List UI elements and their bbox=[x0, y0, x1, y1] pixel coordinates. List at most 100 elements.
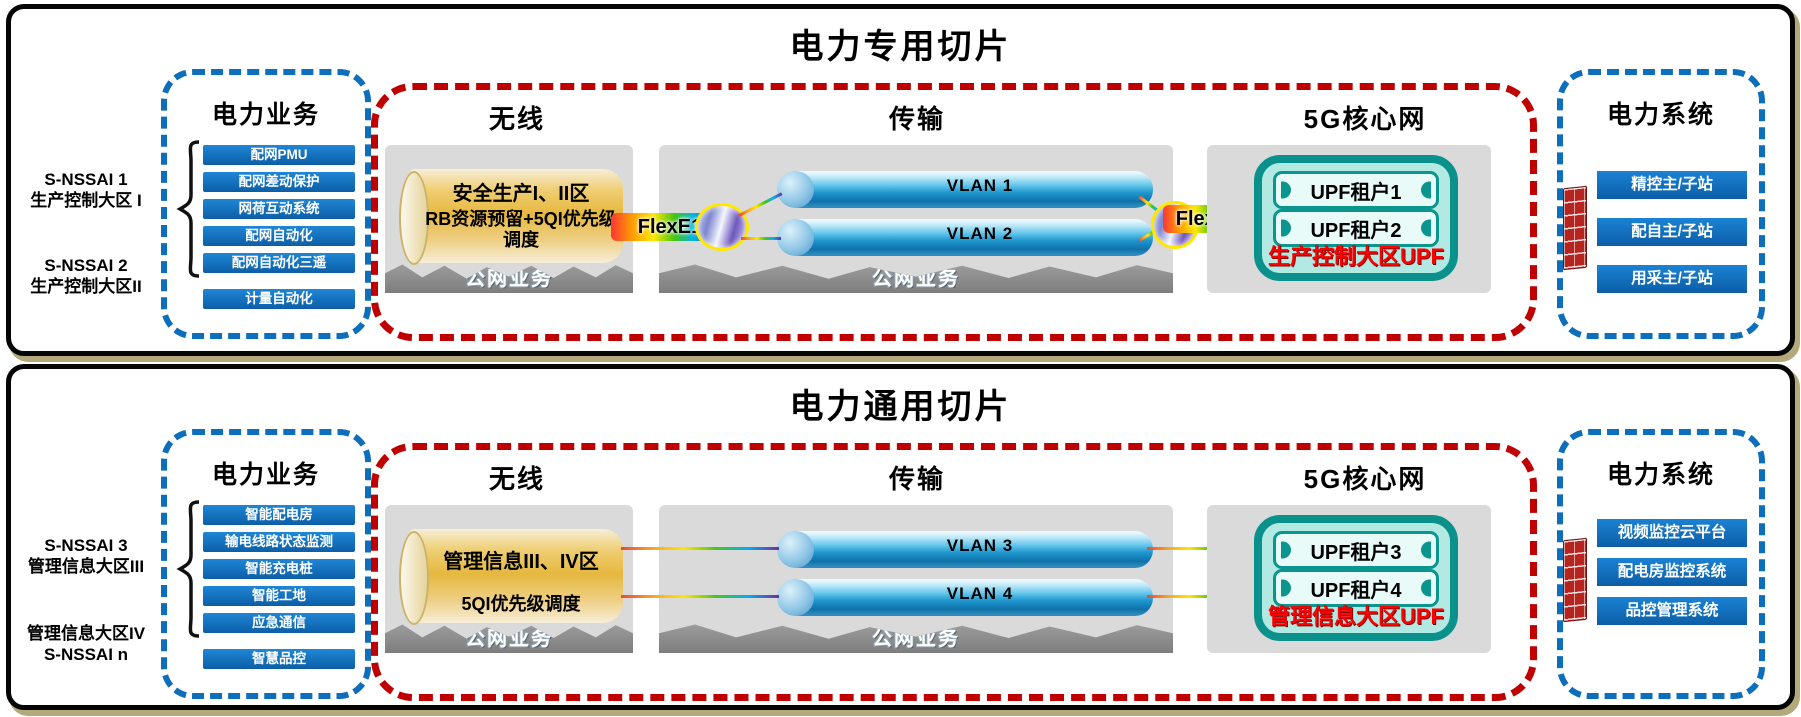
vlan-tunnel-cap bbox=[777, 219, 814, 256]
snssai-zone: 管理信息大区III bbox=[27, 557, 145, 576]
wireless-section: 安全生产I、II区 RB资源预留+5QI优先级调度 公网业务 bbox=[385, 145, 633, 293]
business-item-list: 配网PMU 配网差动保护 网荷互动系统 配网自动化 配网自动化三遥 计量自动化 bbox=[203, 145, 355, 309]
radio-cylinder: 管理信息III、IV区 5QI优先级调度 bbox=[399, 529, 623, 625]
business-item: 计量自动化 bbox=[203, 289, 355, 309]
panel-dedicated-slice: 电力专用切片 电力业务 配网PMU 配网差动保护 网荷互动系统 配网自动化 配网… bbox=[6, 4, 1795, 356]
firewall-icon bbox=[1563, 537, 1587, 623]
bracket-icon bbox=[176, 140, 200, 278]
core-header: 5G核心网 bbox=[1303, 464, 1427, 494]
radio-cylinder-text: 管理信息III、IV区 5QI优先级调度 bbox=[423, 537, 619, 615]
snssai-zone: 生产控制大区 I bbox=[30, 191, 142, 210]
vlan-tunnel: VLAN 1 bbox=[777, 171, 1153, 208]
public-network-label: 公网业务 bbox=[872, 628, 960, 650]
vlan-tunnel-body bbox=[794, 531, 1153, 568]
vlan-label: VLAN 4 bbox=[946, 584, 1014, 603]
business-item: 配网自动化 bbox=[203, 226, 355, 246]
panel-title: 电力专用切片 bbox=[789, 28, 1012, 66]
snssai-id: S-NSSAI 1 bbox=[44, 170, 128, 189]
power-system-item: 配自主/子站 bbox=[1597, 218, 1747, 246]
radio-cylinder: 安全生产I、II区 RB资源预留+5QI优先级调度 bbox=[399, 169, 623, 265]
fiber-line bbox=[621, 547, 779, 550]
power-system-header: 电力系统 bbox=[1606, 461, 1715, 489]
vlan-label: VLAN 1 bbox=[946, 176, 1014, 195]
public-network-label: 公网业务 bbox=[465, 268, 553, 290]
core-header: 5G核心网 bbox=[1303, 104, 1427, 134]
public-network-band: 公网业务 bbox=[659, 264, 1173, 293]
radio-cylinder-cap bbox=[399, 171, 429, 265]
radio-qos-label: 5QI优先级调度 bbox=[461, 594, 581, 614]
slice-boundary bbox=[371, 83, 1537, 341]
transport-header: 传输 bbox=[888, 464, 945, 494]
power-system-item: 品控管理系统 bbox=[1597, 597, 1747, 625]
radio-cylinder-body bbox=[410, 529, 623, 623]
upf-tenant: UPF租户3 bbox=[1273, 531, 1439, 569]
vlan-tunnel-cap bbox=[777, 171, 814, 208]
power-system-item: 用采主/子站 bbox=[1597, 265, 1747, 293]
power-system-box: 电力系统 视频监控云平台 配电房监控系统 品控管理系统 bbox=[1557, 429, 1765, 699]
fiber-line bbox=[741, 237, 781, 240]
business-item: 配网差动保护 bbox=[203, 172, 355, 192]
snssai-zone: 管理信息大区IV bbox=[26, 624, 146, 643]
business-item-list: 智能配电房 输电线路状态监测 智能充电桩 智能工地 应急通信 智慧品控 bbox=[203, 505, 355, 669]
upf-tenant: UPF租户2 bbox=[1273, 209, 1439, 247]
upf-zone-label: 管理信息大区UPF bbox=[1267, 604, 1444, 629]
public-network-label: 公网业务 bbox=[872, 268, 960, 290]
business-item: 输电线路状态监测 bbox=[203, 532, 355, 552]
vlan-tunnel-body bbox=[794, 171, 1153, 208]
radio-qos-label: RB资源预留+5QI优先级调度 bbox=[425, 209, 617, 250]
business-item: 智能工地 bbox=[203, 586, 355, 606]
vlan-label: VLAN 3 bbox=[946, 536, 1014, 555]
public-network-band: 公网业务 bbox=[659, 624, 1173, 653]
transport-section: VLAN 3 VLAN 4 公网业务 bbox=[659, 505, 1173, 653]
vlan-tunnel-body bbox=[794, 219, 1153, 256]
power-system-header: 电力系统 bbox=[1606, 101, 1715, 129]
upf-tenant: UPF租户4 bbox=[1273, 569, 1439, 607]
panel-general-slice: 电力通用切片 电力业务 智能配电房 输电线路状态监测 智能充电桩 智能工地 应急… bbox=[6, 364, 1795, 710]
snssai-group-label: S-NSSAI 2 生产控制大区II bbox=[11, 255, 161, 297]
bracket-icon bbox=[176, 500, 200, 638]
business-header: 电力业务 bbox=[211, 101, 320, 129]
upf-container: UPF租户1 UPF租户2 生产控制大区UPF bbox=[1254, 155, 1458, 281]
power-system-item: 精控主/子站 bbox=[1597, 171, 1747, 199]
snssai-group-label: S-NSSAI 3 管理信息大区III bbox=[11, 535, 161, 577]
panel-title: 电力通用切片 bbox=[789, 388, 1012, 426]
radio-cylinder-body bbox=[410, 169, 623, 263]
radio-zone-label: 管理信息III、IV区 bbox=[443, 551, 599, 573]
business-item: 智慧品控 bbox=[203, 649, 355, 669]
vlan-tunnel: VLAN 4 bbox=[777, 579, 1153, 616]
slice-boundary bbox=[371, 443, 1537, 701]
firewall-icon bbox=[1563, 185, 1587, 271]
snssai-id: S-NSSAI 2 bbox=[44, 256, 128, 275]
upf-zone-label: 生产控制大区UPF bbox=[1267, 244, 1444, 269]
vlan-label: VLAN 2 bbox=[946, 224, 1014, 243]
business-box: 电力业务 智能配电房 输电线路状态监测 智能充电桩 智能工地 应急通信 智慧品控 bbox=[161, 429, 371, 699]
business-item: 配网自动化三遥 bbox=[203, 253, 355, 273]
business-item: 网荷互动系统 bbox=[203, 199, 355, 219]
upf-container: UPF租户3 UPF租户4 管理信息大区UPF bbox=[1254, 515, 1458, 641]
business-item: 智能充电桩 bbox=[203, 559, 355, 579]
fiber-line bbox=[1147, 547, 1254, 550]
business-item: 配网PMU bbox=[203, 145, 355, 165]
transport-header: 传输 bbox=[888, 104, 945, 134]
power-system-item: 配电房监控系统 bbox=[1597, 558, 1747, 586]
public-network-band: 公网业务 bbox=[385, 264, 633, 293]
radio-cylinder-cap bbox=[399, 531, 429, 625]
wireless-section: 管理信息III、IV区 5QI优先级调度 公网业务 bbox=[385, 505, 633, 653]
upf-tenant: UPF租户1 bbox=[1273, 171, 1439, 209]
radio-cylinder-text: 安全生产I、II区 RB资源预留+5QI优先级调度 bbox=[423, 177, 619, 251]
public-network-label: 公网业务 bbox=[465, 628, 553, 650]
snssai-group-label: S-NSSAI 1 生产控制大区 I bbox=[11, 169, 161, 211]
wireless-header: 无线 bbox=[488, 464, 545, 494]
vlan-tunnel: VLAN 3 bbox=[777, 531, 1153, 568]
snssai-zone: 生产控制大区II bbox=[30, 277, 142, 296]
business-item: 应急通信 bbox=[203, 613, 355, 633]
power-system-item: 视频监控云平台 bbox=[1597, 519, 1747, 547]
business-header: 电力业务 bbox=[211, 461, 320, 489]
transport-section: VLAN 1 VLAN 2 公网业务 bbox=[659, 145, 1173, 293]
snssai-group-label: 管理信息大区IV S-NSSAI n bbox=[11, 623, 161, 665]
fiber-line bbox=[1147, 595, 1254, 598]
radio-zone-label: 安全生产I、II区 bbox=[452, 183, 590, 205]
vlan-tunnel-body bbox=[794, 579, 1153, 616]
flexe-pipe-icon bbox=[695, 203, 749, 251]
